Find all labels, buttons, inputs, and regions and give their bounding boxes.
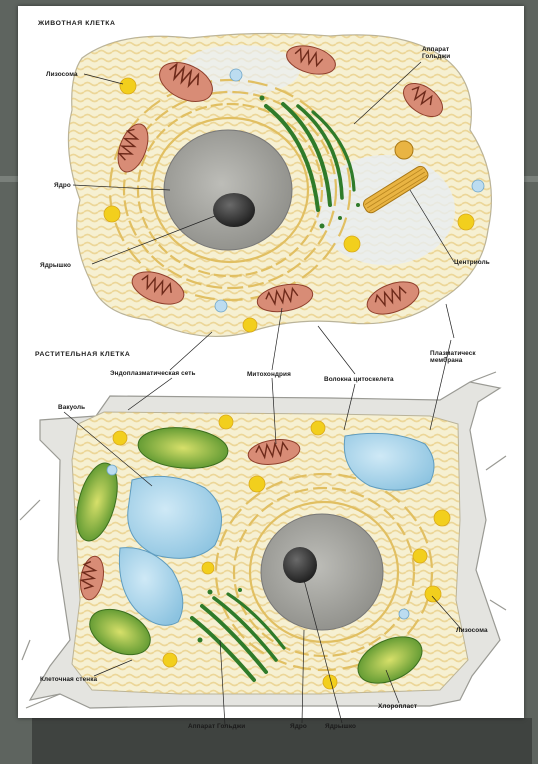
- animal-cell-title: ЖИВОТНАЯ КЛЕТКА: [38, 20, 115, 27]
- plant-nucleus: [261, 514, 383, 630]
- label-mitochondrion: Митохондрия: [247, 371, 291, 378]
- animal-nucleus: [164, 130, 292, 250]
- label-nucleus-top: Ядро: [54, 182, 71, 189]
- label-cell-wall: Клеточная стенка: [40, 676, 97, 683]
- label-lysosome-bottom: Лизосома: [456, 627, 488, 634]
- label-nucleus-bottom: Ядро: [290, 723, 307, 730]
- label-lysosome-top: Лизосома: [46, 71, 78, 78]
- animal-nucleolus: [213, 193, 255, 227]
- label-nucleolus-bottom: Ядрышко: [325, 723, 356, 730]
- label-golgi-top: Аппарат Гольджи: [422, 46, 450, 60]
- label-centriole: Центриоль: [454, 259, 490, 266]
- label-golgi-bottom: Аппарат Гольджи: [188, 723, 245, 730]
- label-vacuole: Вакуоль: [58, 404, 85, 411]
- label-er: Эндоплазматическая сеть: [110, 370, 196, 377]
- label-cytoskeleton: Волокна цитоскелета: [324, 376, 394, 383]
- label-chloroplast: Хлоропласт: [378, 703, 417, 710]
- plant-cell-title: РАСТИТЕЛЬНАЯ КЛЕТКА: [35, 351, 130, 358]
- plant-nucleolus: [283, 547, 317, 583]
- plant-cell: [20, 372, 506, 708]
- label-plasma-membrane: Плазматическ мембрана: [430, 350, 476, 364]
- animal-cell: [68, 33, 491, 336]
- label-nucleolus-top: Ядрышко: [40, 262, 71, 269]
